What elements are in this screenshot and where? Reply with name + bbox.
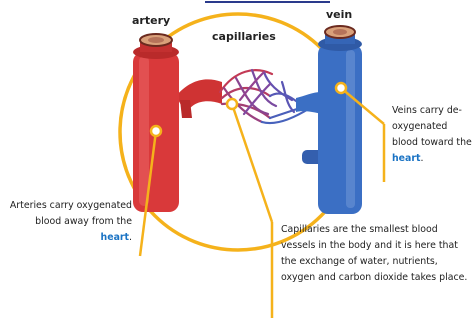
vein-note-text: Veins carry de-oxygenated blood toward t…: [392, 105, 472, 148]
artery-note: Arteries carry oxygenated blood away fro…: [6, 198, 132, 246]
vein-vessel: [296, 26, 362, 214]
artery-vessel: [133, 34, 222, 212]
vein-note-end: .: [420, 153, 423, 164]
capillary-network: [220, 70, 310, 123]
artery-label: artery: [132, 14, 170, 27]
capillaries-note: Capillaries are the smallest blood vesse…: [281, 222, 469, 286]
vein-note-highlight: heart: [392, 153, 420, 164]
artery-note-text: Arteries carry oxygenated blood away fro…: [10, 200, 132, 227]
artery-note-highlight: heart: [101, 232, 129, 243]
vein-note: Veins carry de-oxygenated blood toward t…: [392, 103, 472, 167]
capillaries-label: capillaries: [212, 30, 276, 43]
vein-label: vein: [326, 8, 352, 21]
artery-note-end: .: [129, 232, 132, 243]
